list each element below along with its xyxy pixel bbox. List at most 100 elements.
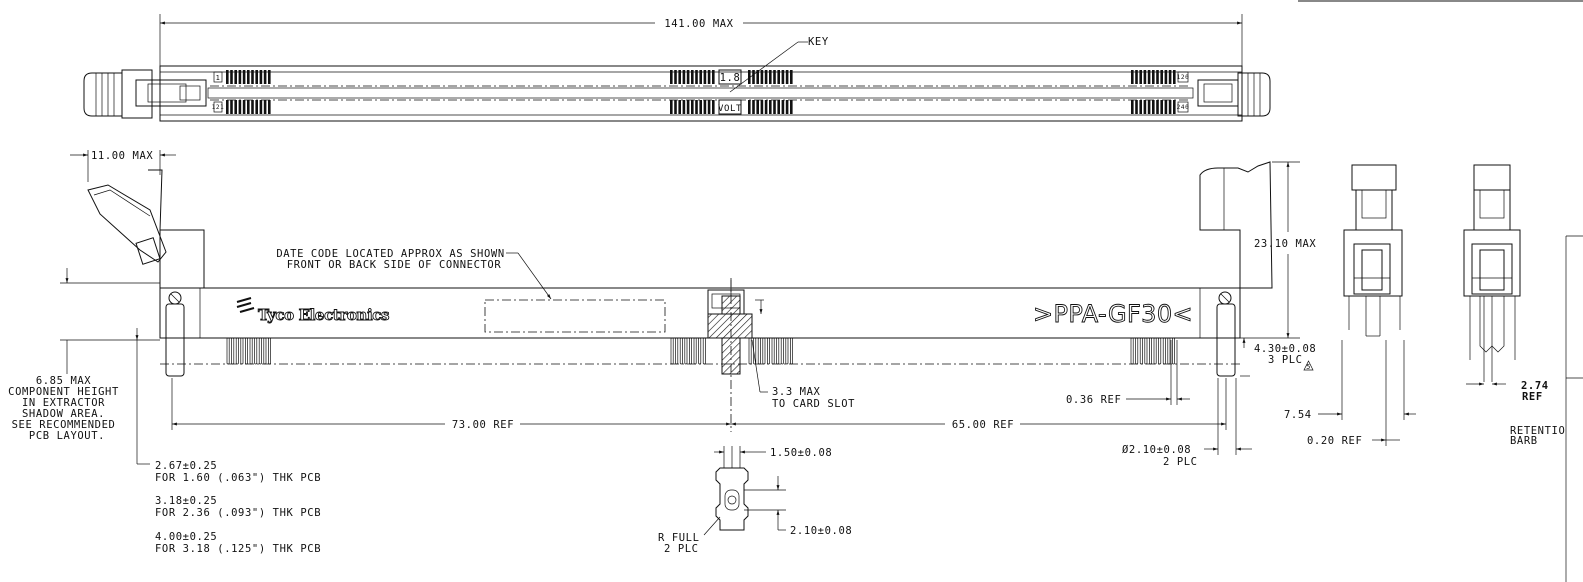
contact-pin <box>781 70 785 84</box>
pin-end-bottom-label: 240 <box>1177 104 1190 111</box>
solder-leads <box>226 337 1175 365</box>
contact-pin <box>242 100 246 114</box>
contact-pin <box>699 70 702 84</box>
left-extractor-front <box>87 169 205 289</box>
contact-pin <box>777 100 780 114</box>
contact-pin <box>1139 100 1142 114</box>
part-number-text: >PPA-GF30< <box>1033 300 1193 328</box>
solder-lead <box>1149 337 1152 365</box>
contact-pin <box>699 100 702 114</box>
solder-lead <box>693 337 697 365</box>
contact-pin <box>263 100 267 114</box>
height-label: 23.10 MAX <box>1254 238 1316 250</box>
solder-lead <box>679 337 683 365</box>
contact-pin <box>255 100 258 114</box>
contact-pin <box>764 100 768 114</box>
solder-lead <box>1162 337 1166 365</box>
contact-pin-groups <box>226 70 1176 114</box>
contact-pin <box>1143 70 1147 84</box>
right-extractor-front <box>1199 161 1273 289</box>
contact-pin <box>707 70 711 84</box>
contact-pin <box>691 100 694 114</box>
contact-pin <box>1143 100 1147 114</box>
contact-pin <box>703 70 707 84</box>
contact-pin <box>1173 100 1176 114</box>
contact-pin <box>752 100 755 114</box>
svg-text:5: 5 <box>1306 363 1311 371</box>
callout-flag-icon <box>1303 360 1314 371</box>
contact-pin <box>756 70 759 84</box>
solder-lead <box>776 337 780 365</box>
key-label: KEY <box>808 36 829 48</box>
contact-pin <box>242 70 246 84</box>
contact-pin <box>752 70 755 84</box>
solder-lead <box>1153 337 1157 365</box>
pcb-note-2: 3.18±0.25 FOR 2.36 (.093") THK PCB <box>155 495 321 519</box>
contact-pin <box>1135 100 1138 114</box>
solder-lead <box>258 337 262 365</box>
solder-lead <box>1172 337 1175 365</box>
solder-lead <box>254 337 258 365</box>
left-ref-label: 73.00 REF <box>452 419 514 431</box>
solder-lead <box>1144 337 1148 365</box>
solder-lead <box>675 337 679 365</box>
front-dimensions: 11.00 MAX 6.85 MAX COMPONENT HEIGHT IN E… <box>8 150 1316 555</box>
side-view-1: 7.54 0.20 REF <box>1284 164 1416 447</box>
solder-lead <box>780 337 784 365</box>
solder-lead <box>1167 337 1171 365</box>
contact-pin <box>251 70 254 84</box>
slot-width-label: 1.50±0.08 <box>770 447 832 459</box>
contact-pin <box>230 100 233 114</box>
contact-pin <box>230 70 233 84</box>
contact-pin <box>790 100 793 114</box>
contact-pin <box>226 100 229 114</box>
contact-pin <box>259 100 263 114</box>
contact-pin <box>773 70 776 84</box>
contact-pin <box>255 70 258 84</box>
contact-pin <box>678 100 681 114</box>
contact-pin <box>769 100 772 114</box>
side-ref-label: 0.20 REF <box>1307 435 1362 447</box>
contact-pin <box>764 70 768 84</box>
latch-width-label: 11.00 MAX <box>91 150 153 162</box>
date-code-note: DATE CODE LOCATED APPROX AS SHOWN FRONT … <box>276 248 511 271</box>
solder-lead <box>689 337 692 365</box>
overall-length-label: 141.00 MAX <box>664 18 733 30</box>
contact-pin <box>263 70 267 84</box>
solder-lead <box>263 337 267 365</box>
solder-lead <box>785 337 789 365</box>
contact-pin <box>670 70 673 84</box>
contact-pin <box>691 70 694 84</box>
contact-pin <box>1156 100 1159 114</box>
contact-pin <box>760 70 764 84</box>
key-section <box>707 280 764 375</box>
solder-lead <box>702 337 706 365</box>
retention-barb-label: RETENTIO BARB <box>1510 425 1572 447</box>
solder-lead <box>231 337 235 365</box>
contact-pin <box>1147 70 1151 84</box>
date-code-region <box>484 299 666 333</box>
component-height-note: 6.85 MAX COMPONENT HEIGHT IN EXTRACTOR S… <box>8 375 126 442</box>
solder-lead <box>762 337 766 365</box>
contact-pin <box>682 100 686 114</box>
contact-pin <box>686 70 690 84</box>
contact-pin <box>678 70 681 84</box>
left-post <box>165 291 185 377</box>
contact-pin <box>777 70 780 84</box>
contact-pin <box>707 100 711 114</box>
contact-pin <box>686 100 690 114</box>
solder-lead <box>1158 337 1162 365</box>
pin-start-label: 1 <box>216 74 221 82</box>
contact-pin <box>238 70 242 84</box>
contact-pin <box>748 70 751 84</box>
pcb-note-3: 4.00±0.25 FOR 3.18 (.125") THK PCB <box>155 531 321 555</box>
contact-pin <box>1131 70 1134 84</box>
contact-pin <box>1173 70 1176 84</box>
contact-pin <box>259 70 263 84</box>
contact-pin <box>234 100 237 114</box>
contact-pin <box>1156 70 1159 84</box>
contact-pin <box>695 70 698 84</box>
contact-pin <box>674 100 677 114</box>
slot-height-label: 2.10±0.08 <box>790 525 852 537</box>
solder-lead <box>767 337 770 365</box>
